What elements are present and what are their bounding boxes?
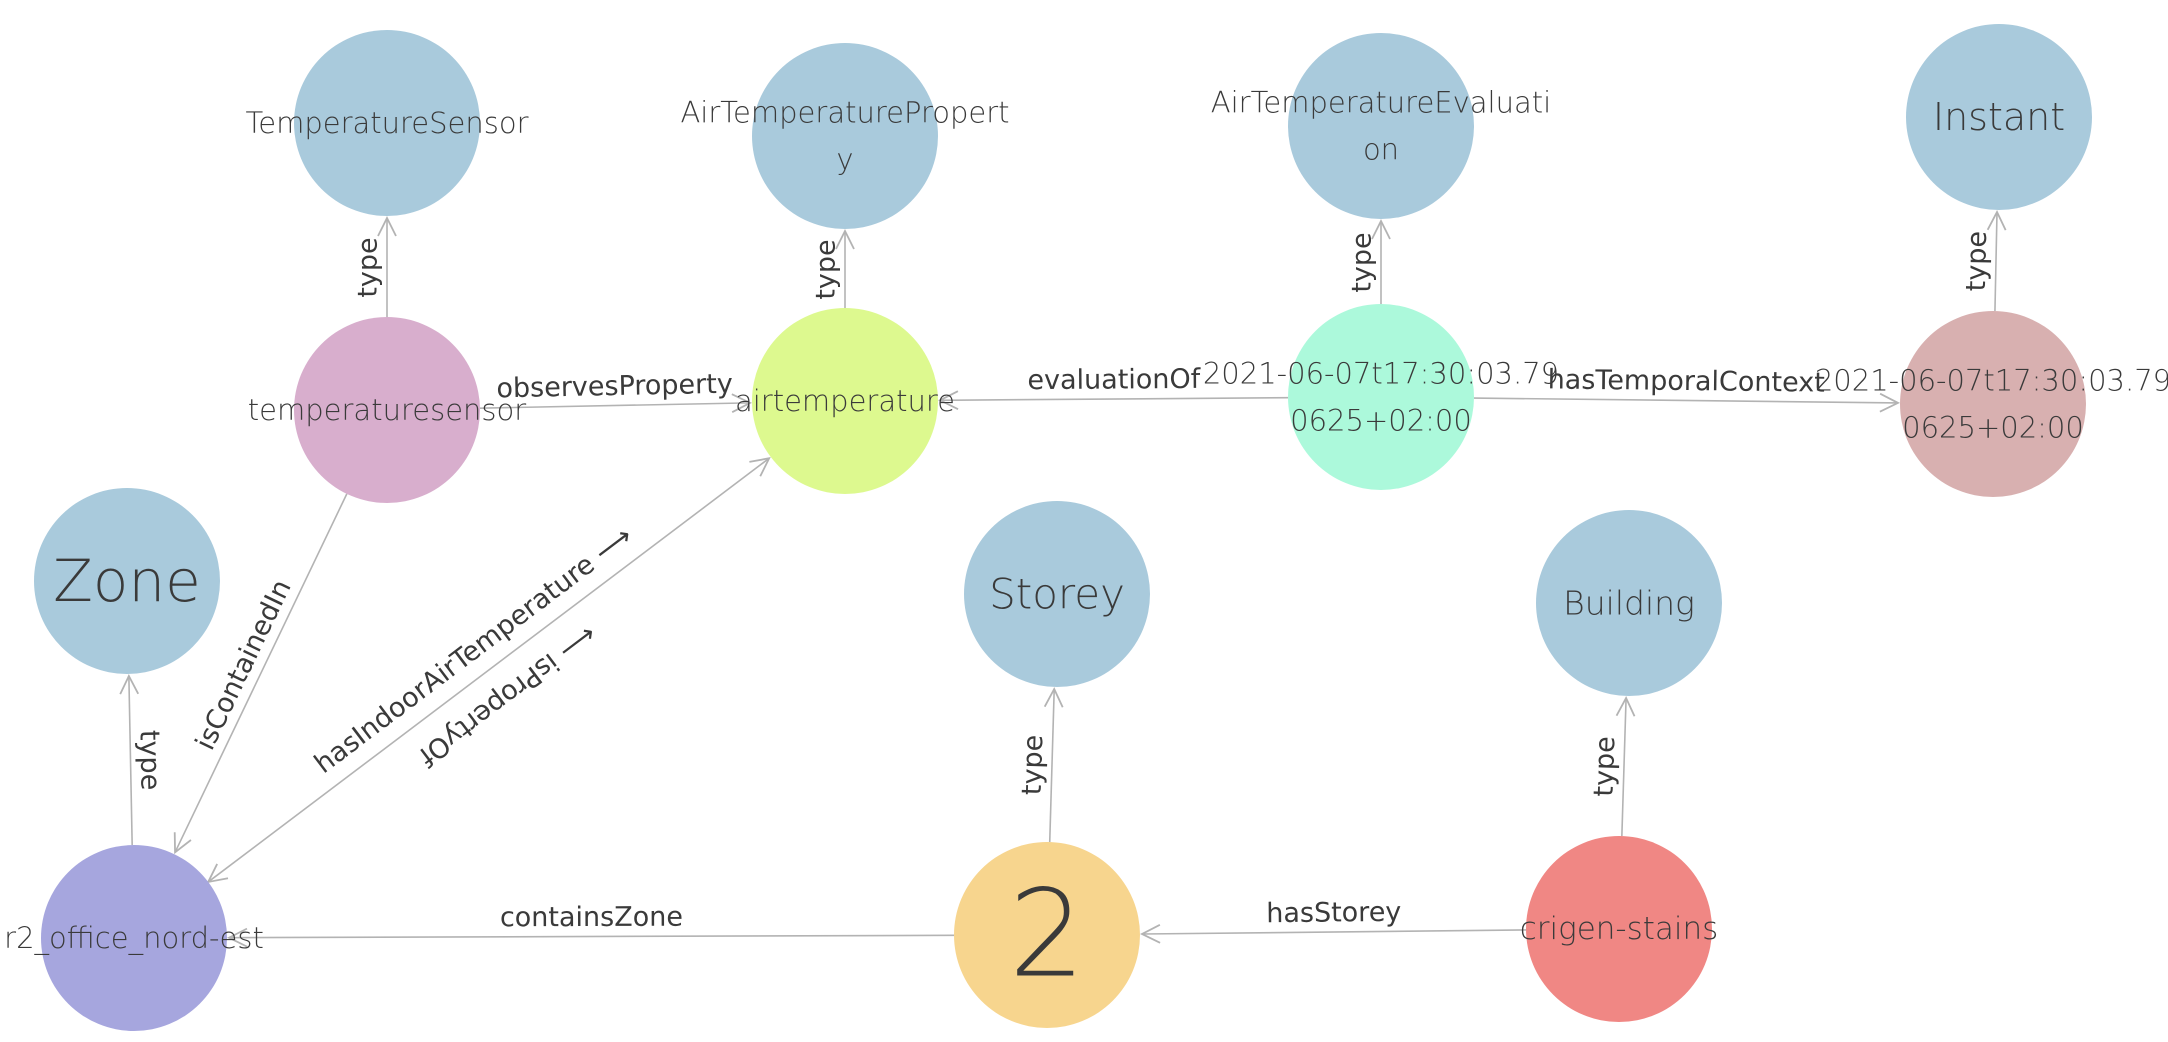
edge-evaluation-type-arrowhead — [1371, 218, 1391, 240]
edge-has-storey-label: hasStorey — [1266, 897, 1401, 929]
node-airtemperatureproperty-class-label-2: y — [836, 143, 853, 177]
node-storey-2[interactable]: 2 — [954, 842, 1140, 1028]
node-instant-circle[interactable] — [1900, 311, 2086, 497]
edge-building-type-line — [1621, 697, 1627, 837]
node-temperaturesensor-class-label: TemperatureSensor — [245, 106, 528, 140]
node-instant-class[interactable]: Instant — [1906, 24, 2092, 210]
edge-building-type-arrowhead — [1615, 695, 1636, 717]
node-airtemperatureevaluation-class-label-2: on — [1363, 133, 1399, 167]
node-airtemperature[interactable]: airtemperature — [735, 308, 955, 494]
edge-has-storey-line — [1141, 929, 1527, 935]
node-airtemperatureproperty-class-circle[interactable] — [752, 43, 938, 229]
edge-observes-property: observesProperty — [479, 369, 753, 414]
node-airtemperatureproperty-class[interactable]: AirTemperaturePropert y — [680, 43, 1010, 229]
node-evaluation[interactable]: 2021-06-07t17:30:03.79 0625+02:00 — [1203, 304, 1559, 490]
edge-observes-property-line — [479, 402, 751, 409]
edge-temperaturesensor-type-label: type — [353, 237, 384, 297]
node-building-class-label: Building — [1563, 584, 1695, 623]
node-zone-class-circle[interactable] — [34, 488, 220, 674]
edge-has-temporal-context-label: hasTemporalContext — [1547, 364, 1824, 398]
edge-airtemperature-type-arrowhead — [835, 228, 855, 250]
edge-has-temporal-context: hasTemporalContext — [1473, 364, 1901, 413]
node-airtemperatureproperty-class-label-1: AirTemperaturePropert — [680, 96, 1009, 130]
edge-zone-type: type — [119, 673, 166, 846]
node-r2-office-nord-est[interactable]: r2_office_nord-est — [4, 845, 264, 1031]
node-airtemperature-circle[interactable] — [752, 308, 938, 494]
edge-observes-property-label: observesProperty — [496, 369, 733, 405]
edge-has-indoor-air-temperature: hasIndoorAirTemperature ⟶⟵ isPropertyOf — [206, 457, 771, 884]
edge-building-type: type — [1589, 695, 1636, 837]
node-airtemperatureevaluation-class-circle[interactable] — [1288, 33, 1474, 219]
edge-zone-type-arrowhead — [119, 673, 140, 695]
node-crigen-stains-label: crigen-stains — [1520, 911, 1719, 947]
edge-has-storey: hasStorey — [1139, 897, 1527, 944]
node-zone-class[interactable]: Zone — [34, 488, 220, 674]
node-instant[interactable]: 2021-06-07t17:30:03.79 0625+02:00 — [1815, 311, 2168, 497]
node-storey-class[interactable]: Storey — [964, 501, 1150, 687]
edge-evaluation-type-label: type — [1347, 232, 1378, 292]
node-building-class-circle[interactable] — [1536, 510, 1722, 696]
node-crigen-stains-circle[interactable] — [1526, 836, 1712, 1022]
edge-zone-type-label: type — [133, 730, 165, 791]
edge-storey-type-line — [1048, 688, 1056, 843]
edge-has-storey-arrowhead — [1139, 924, 1161, 944]
edge-storey-type: type — [1017, 686, 1064, 843]
edge-building-type-label: type — [1589, 736, 1622, 797]
node-zone-class-label: Zone — [53, 547, 201, 615]
edge-evaluation-of-line — [939, 396, 1289, 402]
edge-temperaturesensor-type-arrowhead — [377, 215, 397, 237]
node-temperaturesensor-label: temperaturesensor — [248, 393, 526, 427]
node-instant-label-2: 0625+02:00 — [1902, 411, 2084, 445]
edge-instant-type-arrowhead — [1986, 209, 2007, 231]
edge-storey-type-label: type — [1017, 734, 1050, 795]
edge-zone-type-line — [128, 675, 133, 846]
edge-instant-type-label: type — [1961, 231, 1993, 292]
edge-contains-zone-arrowhead — [226, 927, 248, 948]
node-temperaturesensor-class[interactable]: TemperatureSensor — [245, 30, 529, 216]
node-building-class[interactable]: Building — [1536, 510, 1722, 696]
edge-contains-zone-line — [228, 934, 955, 939]
node-storey-class-label: Storey — [989, 570, 1125, 619]
edge-has-indoor-air-temperature-arrowhead — [749, 457, 771, 477]
edge-contains-zone: containsZone — [226, 902, 955, 948]
node-airtemperature-label: airtemperature — [735, 384, 955, 418]
edge-evaluation-of-label: evaluationOf — [1027, 364, 1201, 396]
edge-has-temporal-context-arrowhead — [1879, 392, 1901, 413]
node-airtemperatureevaluation-class[interactable]: AirTemperatureEvaluati on — [1211, 33, 1551, 219]
edge-has-temporal-context-line — [1473, 397, 1899, 404]
node-evaluation-label-1: 2021-06-07t17:30:03.79 — [1203, 357, 1559, 391]
node-storey-2-label: 2 — [1009, 866, 1085, 1005]
edge-instant-type-line — [1994, 211, 1998, 312]
edge-is-contained-in-line — [174, 493, 348, 853]
node-r2-office-nord-est-label: r2_office_nord-est — [4, 921, 264, 956]
edge-airtemperature-type-label: type — [811, 239, 842, 299]
node-evaluation-circle[interactable] — [1288, 304, 1474, 490]
node-instant-class-label: Instant — [1933, 95, 2065, 139]
node-temperaturesensor-circle[interactable] — [294, 317, 480, 503]
edge-is-contained-in-arrowhead — [173, 832, 192, 855]
node-r2-office-nord-est-circle[interactable] — [41, 845, 227, 1031]
edge-contains-zone-label: containsZone — [500, 902, 683, 934]
node-temperaturesensor[interactable]: temperaturesensor — [248, 317, 526, 503]
node-evaluation-label-2: 0625+02:00 — [1290, 404, 1472, 438]
node-temperaturesensor-class-circle[interactable] — [294, 30, 480, 216]
edge-instant-type: type — [1961, 209, 2007, 312]
edge-evaluation-of: evaluationOf — [937, 364, 1289, 410]
node-instant-class-circle[interactable] — [1906, 24, 2092, 210]
edge-evaluation-type: type — [1347, 218, 1391, 304]
edge-has-indoor-air-temperature-line — [207, 457, 770, 883]
node-crigen-stains[interactable]: crigen-stains — [1520, 836, 1719, 1022]
edge-evaluation-of-arrowhead — [937, 390, 959, 410]
node-airtemperatureevaluation-class-label-1: AirTemperatureEvaluati — [1211, 86, 1551, 120]
node-storey-class-circle[interactable] — [964, 501, 1150, 687]
node-storey-2-circle[interactable] — [954, 842, 1140, 1028]
edge-temperaturesensor-type: type — [353, 215, 397, 317]
edge-observes-property-arrowhead — [731, 393, 753, 414]
node-instant-label-1: 2021-06-07t17:30:03.79 — [1815, 364, 2168, 398]
edge-airtemperature-type: type — [811, 228, 855, 308]
edge-storey-type-arrowhead — [1043, 686, 1064, 708]
